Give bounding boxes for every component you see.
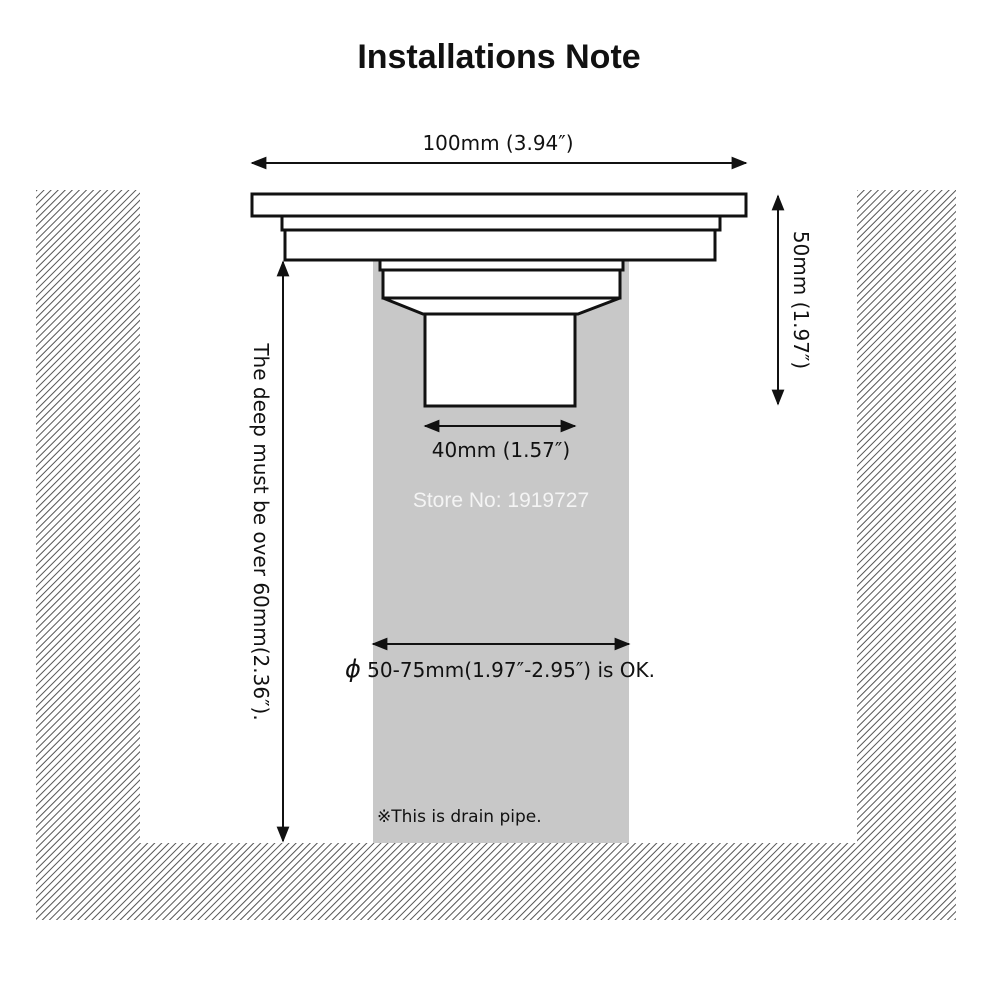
- depth-label: The deep must be over 60mm(2.36″).: [249, 342, 273, 720]
- page-title: Installations Note: [357, 38, 640, 76]
- pipe-diameter-text: 50-75mm(1.97″-2.95″) is OK.: [361, 658, 655, 682]
- drain-body-collar: [381, 268, 622, 300]
- outlet-width-label: 40mm (1.57″): [432, 438, 570, 462]
- drain-pipe-note: ※This is drain pipe.: [377, 807, 542, 827]
- pipe-diameter-label: ϕ 50-75mm(1.97″-2.95″) is OK.: [345, 655, 655, 683]
- drain-outlet: [423, 312, 577, 408]
- diameter-symbol: ϕ: [345, 655, 361, 683]
- drain-body-taper: [382, 296, 621, 316]
- drain-cover-base: [283, 228, 717, 262]
- height-label: 50mm (1.97″): [789, 231, 813, 369]
- store-watermark: Store No: 1919727: [413, 489, 589, 512]
- drain-cover-rim: [280, 214, 722, 232]
- drain-cover-top: [250, 192, 748, 218]
- top-width-label: 100mm (3.94″): [422, 131, 573, 155]
- ground-section: [36, 190, 956, 920]
